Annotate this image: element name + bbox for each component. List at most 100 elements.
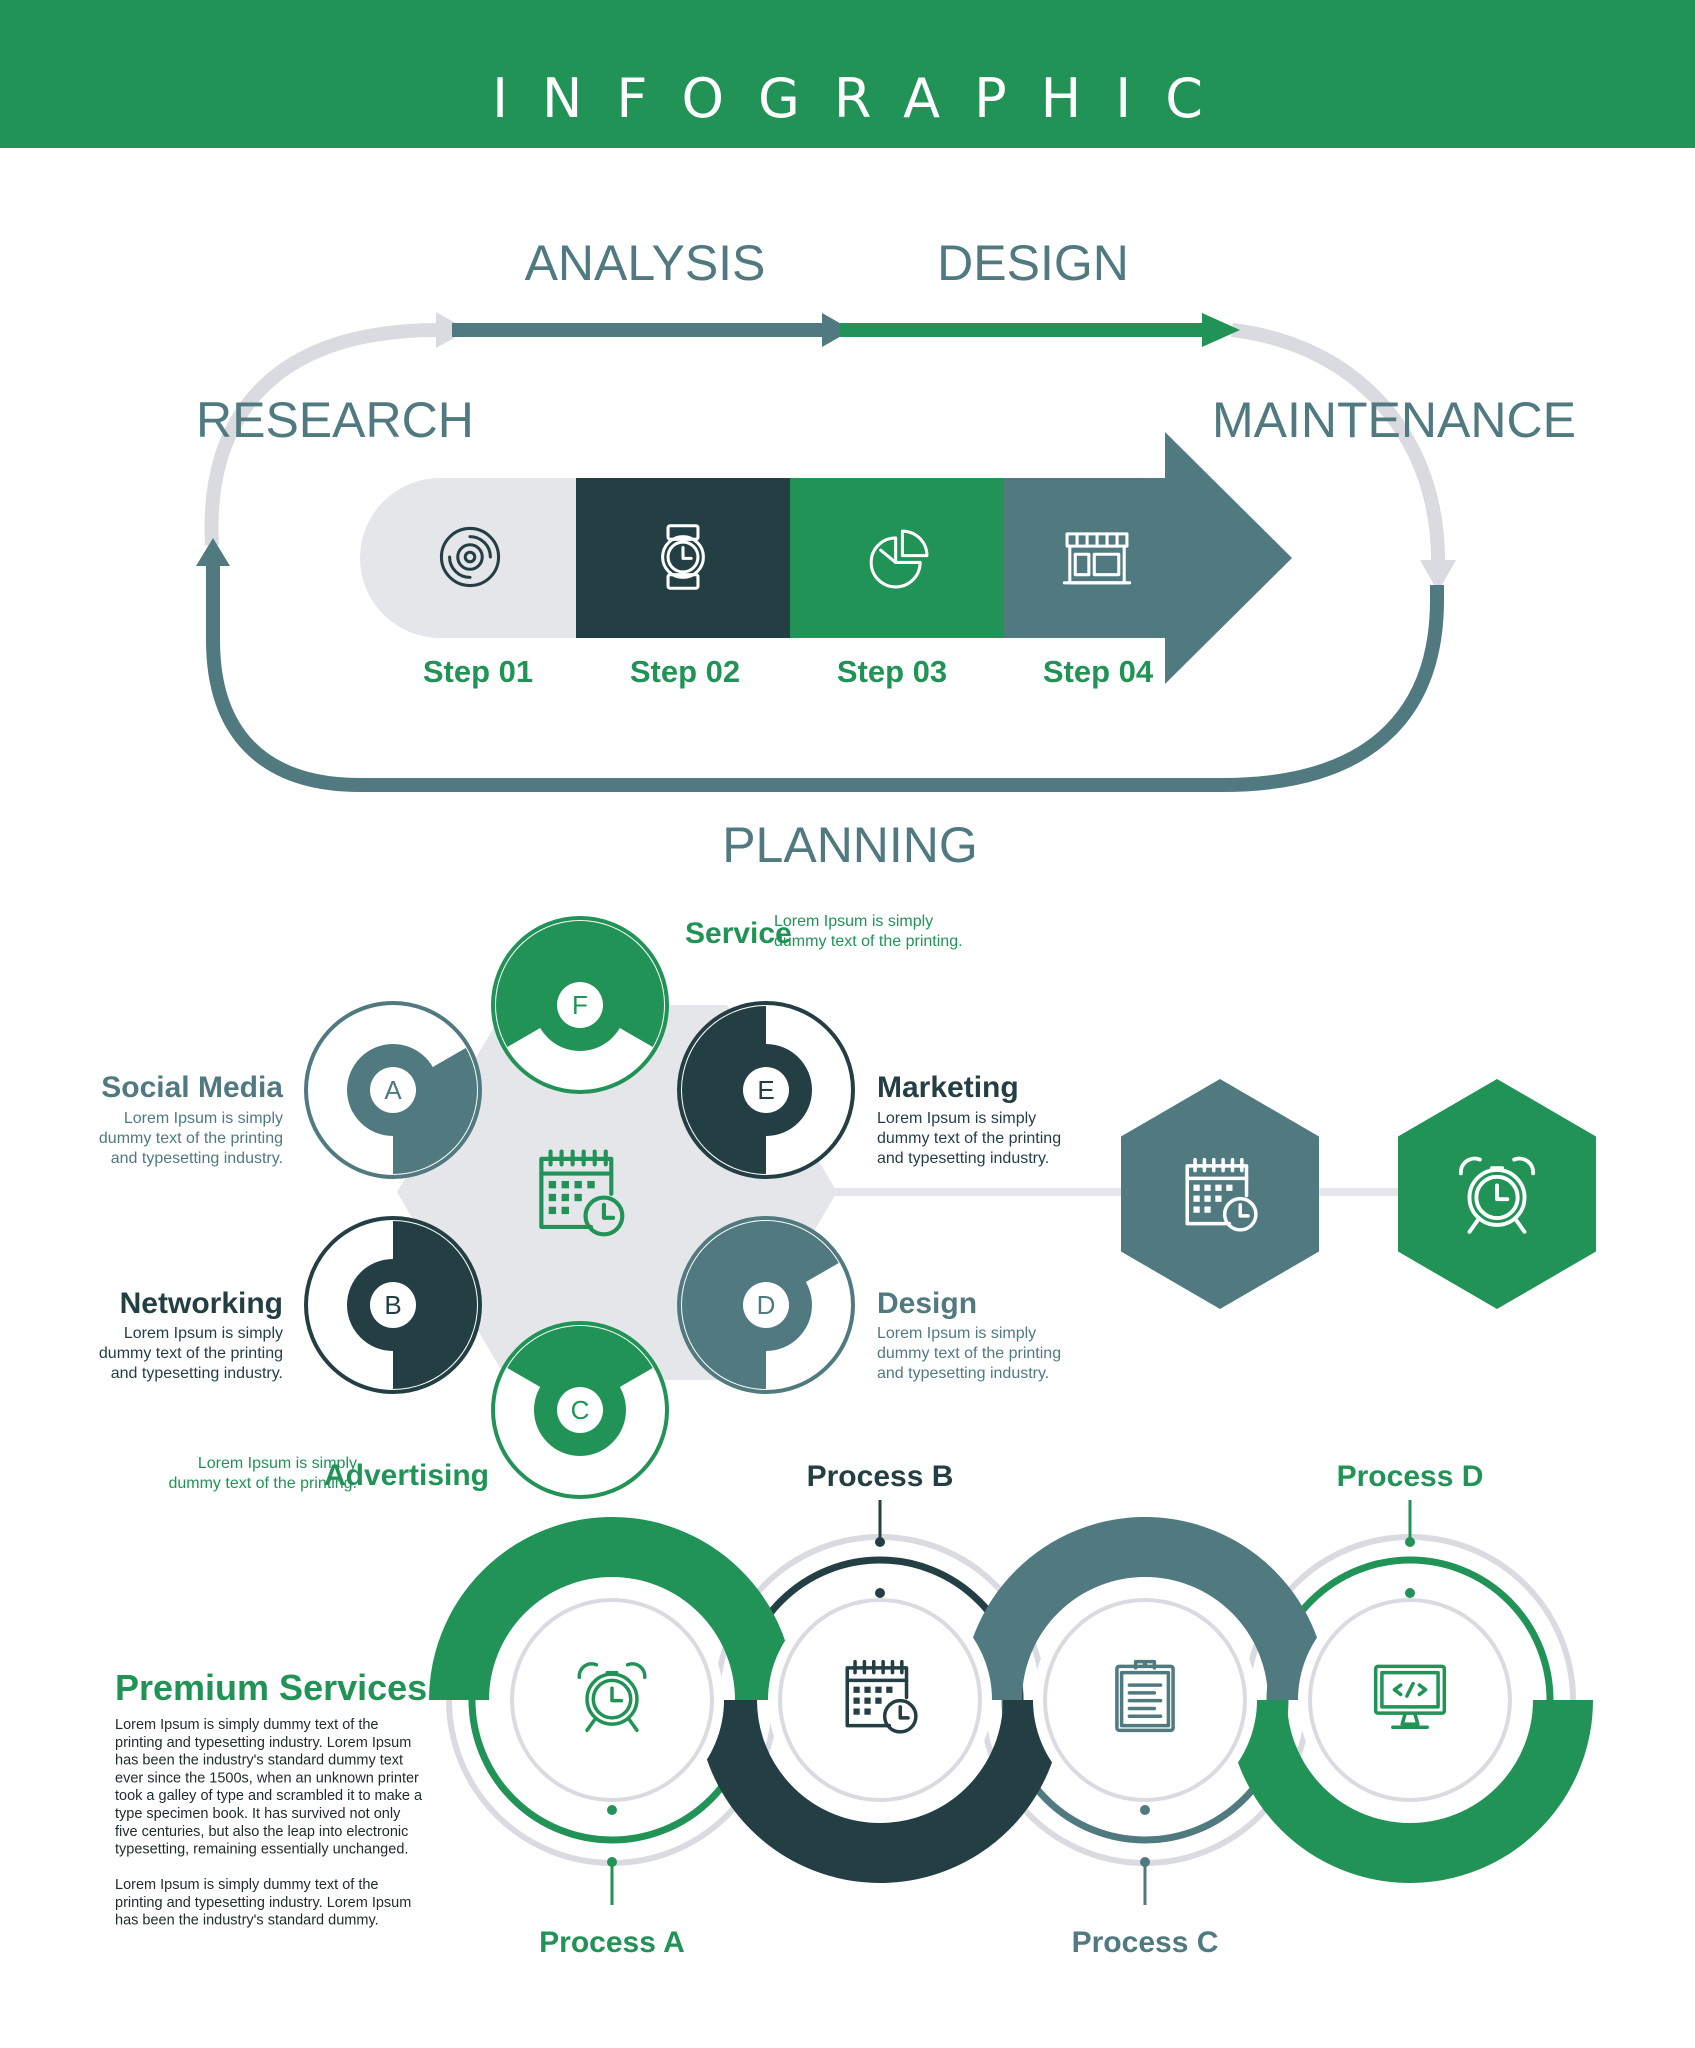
process-dot	[1140, 1805, 1150, 1815]
service-desc: Lorem Ipsum is simply	[774, 913, 933, 930]
social-media-desc: and typesetting industry.	[111, 1150, 283, 1167]
premium-paragraph-2: has been the industry's standard dummy.	[115, 1913, 379, 1929]
node-letter-badge	[370, 1282, 416, 1328]
premium-paragraph-2: printing and typesetting industry. Lorem…	[115, 1895, 411, 1911]
disc-icon	[439, 526, 501, 588]
node-letter: F	[572, 990, 588, 1020]
premium-paragraph-1: printing and typesetting industry. Lorem…	[115, 1735, 411, 1751]
step-label-4: Step 04	[1043, 654, 1154, 689]
process-b-band	[697, 1699, 1063, 1883]
node-letter-badge	[557, 1387, 603, 1433]
loop-arc-bottom	[206, 555, 1444, 792]
step-label-1: Step 01	[423, 654, 533, 689]
premium-paragraph-1: took a galley of type and scrambled it t…	[115, 1788, 423, 1804]
alarm-clock-icon	[1458, 1156, 1536, 1234]
marketing-desc: and typesetting industry.	[877, 1150, 1049, 1167]
design-bar	[840, 323, 1210, 337]
design-label: DESIGN	[937, 235, 1129, 291]
node-letter: D	[757, 1290, 776, 1320]
process-label-d: Process D	[1337, 1460, 1484, 1493]
process-connector-dot	[607, 1857, 617, 1867]
premium-paragraph-1: Lorem Ipsum is simply dummy text of the	[115, 1717, 379, 1733]
premium-title: Premium Services	[115, 1667, 427, 1708]
node-e: E	[677, 1001, 855, 1179]
premium-paragraph-1: five centuries, but also the leap into e…	[115, 1824, 408, 1840]
process-connector-dot	[875, 1537, 885, 1547]
social-media-desc: dummy text of the printing	[99, 1130, 283, 1147]
process-inner-ring	[778, 1598, 982, 1802]
node-letter-badge	[370, 1067, 416, 1113]
calendar-clock-icon	[845, 1659, 918, 1734]
process-label-b: Process B	[807, 1460, 954, 1493]
side-hexagon-slate	[1121, 1079, 1319, 1309]
planning-label: PLANNING	[722, 817, 978, 873]
node-f: F	[491, 916, 669, 1094]
advertising-title: Advertising	[324, 1459, 489, 1492]
process-connector-dot	[1140, 1857, 1150, 1867]
design-desc: dummy text of the printing	[877, 1345, 1061, 1362]
design-title: Design	[877, 1287, 977, 1320]
advertising-desc: dummy text of the printing.	[168, 1475, 357, 1492]
loop-arc-right	[1231, 323, 1446, 566]
premium-paragraph-1: typesetting, remaining essentially uncha…	[115, 1842, 408, 1858]
step-label-3: Step 03	[837, 654, 947, 689]
networking-title: Networking	[120, 1287, 283, 1320]
process-chain: Process A Process B Process C Process D	[429, 1460, 1593, 1959]
process-inner-ring	[1043, 1598, 1247, 1802]
node-letter: E	[757, 1075, 774, 1105]
service-title: Service	[685, 917, 792, 950]
analysis-bar	[452, 323, 832, 337]
process-label-a: Process A	[539, 1926, 685, 1959]
loop-arrowhead-right	[1420, 560, 1456, 592]
process-c-band	[962, 1517, 1328, 1701]
process-inner-disk	[1298, 1588, 1522, 1812]
design-arrowhead	[1202, 313, 1240, 347]
marketing-desc: Lorem Ipsum is simply	[877, 1110, 1036, 1127]
node-letter: A	[384, 1075, 402, 1105]
node-letter-badge	[743, 1282, 789, 1328]
process-connector-dot	[1405, 1537, 1415, 1547]
node-b: B	[304, 1216, 482, 1394]
node-letter: B	[384, 1290, 401, 1320]
advertising-desc: Lorem Ipsum is simply	[198, 1455, 357, 1472]
watch-icon	[661, 524, 705, 590]
marketing-title: Marketing	[877, 1071, 1019, 1104]
process-dot	[1405, 1588, 1415, 1598]
process-inner-ring	[1308, 1598, 1512, 1802]
premium-paragraph-1: type specimen book. It has survived not …	[115, 1806, 401, 1822]
premium-paragraph-1: ever since the 1500s, when an unknown pr…	[115, 1770, 419, 1786]
analysis-arrowhead	[822, 313, 852, 347]
premium-paragraph-1: has been the industry's standard dummy t…	[115, 1753, 403, 1769]
marketing-desc: dummy text of the printing	[877, 1130, 1061, 1147]
node-letter-badge	[557, 982, 603, 1028]
design-desc: and typesetting industry.	[877, 1365, 1049, 1382]
social-media-title: Social Media	[101, 1071, 283, 1104]
page-title: INFOGRAPHIC	[492, 67, 1237, 130]
process-dot	[607, 1805, 617, 1815]
node-d: D	[677, 1216, 855, 1394]
step-block-4-arrow	[1004, 432, 1292, 684]
code-monitor-icon	[1373, 1664, 1447, 1729]
maintenance-label: MAINTENANCE	[1212, 392, 1576, 448]
networking-desc: and typesetting industry.	[111, 1365, 283, 1382]
loop-arc-left	[204, 323, 439, 546]
premium-paragraph-2: Lorem Ipsum is simply dummy text of the	[115, 1877, 379, 1893]
clipboard-icon	[1115, 1659, 1175, 1733]
storefront-icon	[1062, 532, 1132, 585]
calendar-clock-icon	[539, 1149, 625, 1237]
design-desc: Lorem Ipsum is simply	[877, 1325, 1036, 1342]
step-block-1	[360, 478, 576, 638]
node-a: A	[304, 1001, 482, 1179]
service-desc: dummy text of the printing.	[774, 933, 963, 950]
node-letter: C	[571, 1395, 590, 1425]
pie-chart-icon	[869, 529, 929, 589]
alarm-clock-icon	[577, 1662, 647, 1733]
process-dot	[875, 1588, 885, 1598]
header-bar: INFOGRAPHIC	[0, 0, 1695, 148]
process-label-c: Process C	[1072, 1926, 1219, 1959]
node-c: C	[491, 1321, 669, 1499]
calendar-clock-icon	[1185, 1157, 1258, 1232]
